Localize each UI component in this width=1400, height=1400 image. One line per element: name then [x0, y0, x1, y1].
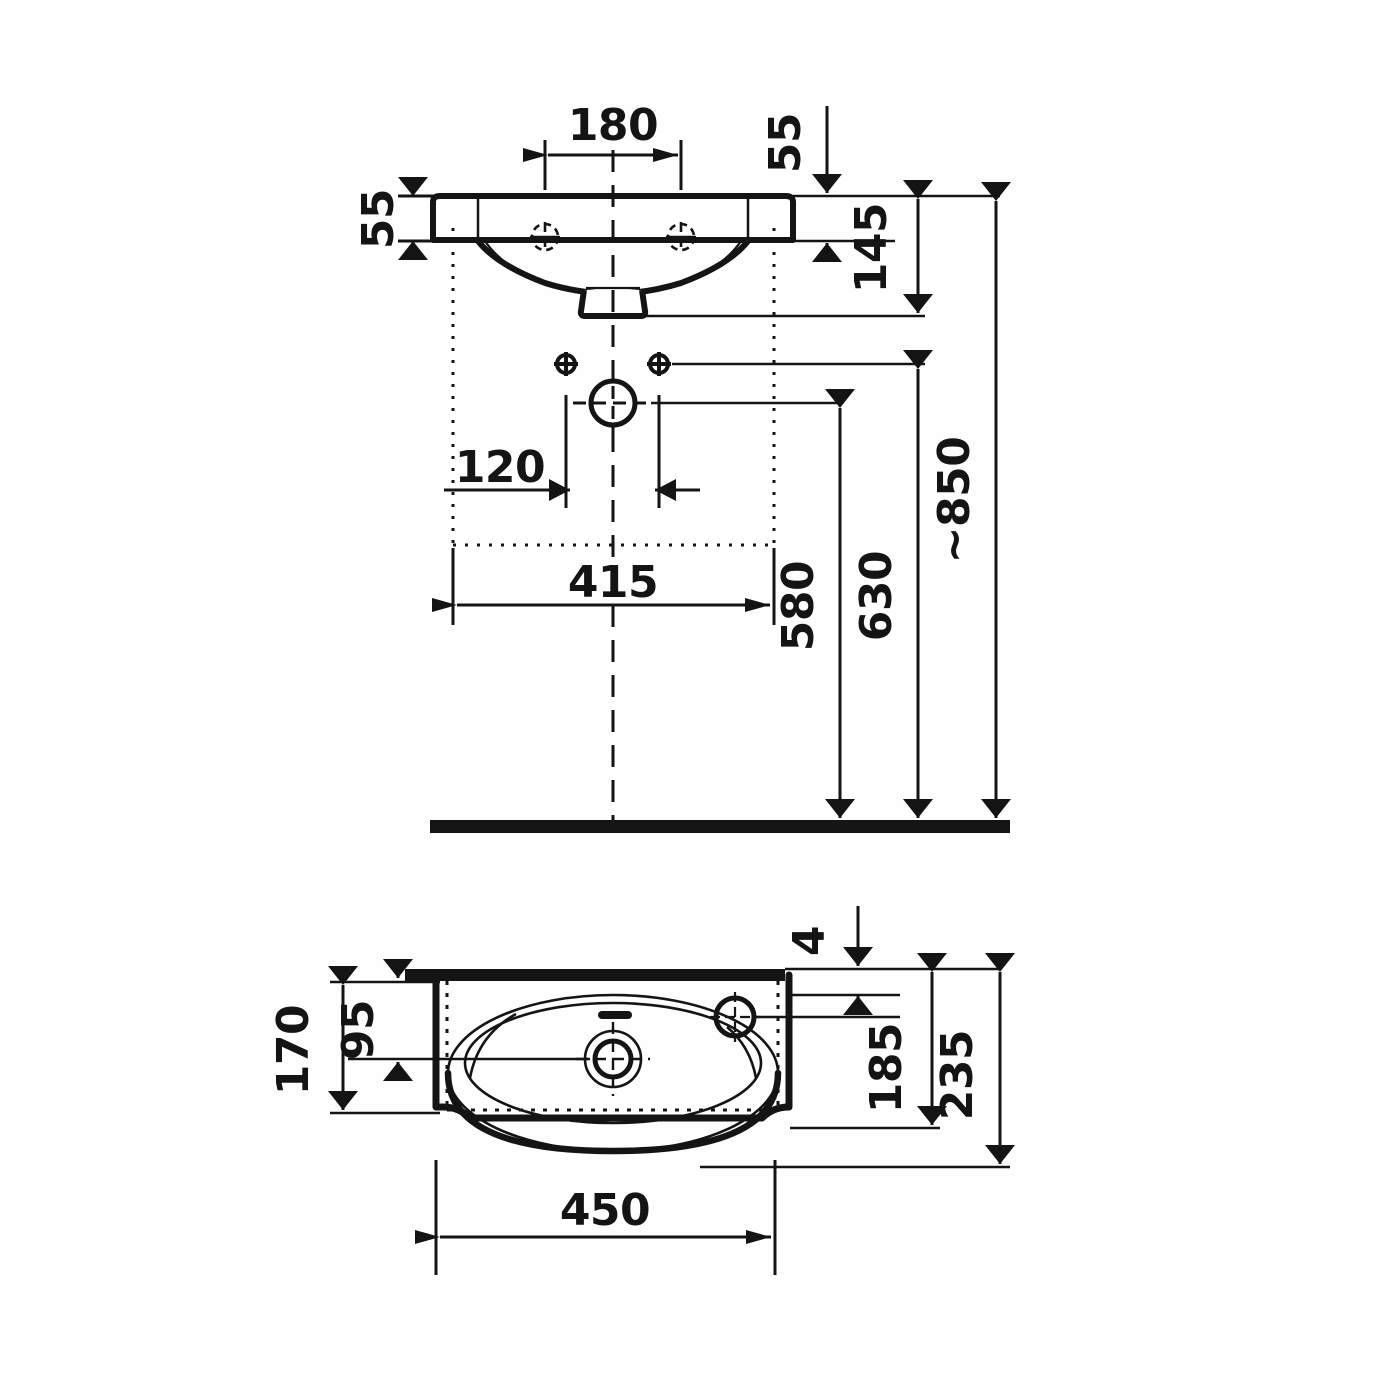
tap-hole-symbol-right	[666, 222, 696, 252]
label-180: 180	[568, 100, 658, 151]
waste-outlet-circle	[573, 366, 653, 440]
label-120: 120	[455, 442, 545, 493]
label-170: 170	[268, 1005, 319, 1095]
tap-hole-symbol-left	[530, 222, 560, 252]
plan-view	[328, 906, 1015, 1275]
supply-hole-right	[647, 352, 671, 376]
label-55-right: 55	[760, 113, 811, 173]
basin-rim-outline	[430, 193, 796, 243]
plan-bowl-ellipse-inner	[463, 1001, 763, 1125]
label-55-left: 55	[353, 189, 404, 249]
plan-back-rim-bar	[405, 969, 785, 981]
label-450: 450	[560, 1185, 650, 1236]
dimension-4	[785, 906, 1000, 1015]
dimension-labels: 180 55 55 145 120 415 580 630 ~850 170 9…	[268, 100, 983, 1236]
hole-pattern-group	[554, 352, 925, 440]
label-850: ~850	[929, 437, 980, 564]
label-185: 185	[861, 1023, 912, 1113]
front-elevation-view	[398, 106, 1011, 833]
dimension-170	[328, 966, 440, 1115]
label-145: 145	[846, 203, 897, 293]
supply-hole-left	[554, 352, 578, 376]
dimension-235	[700, 953, 1015, 1169]
overflow-slot	[598, 1011, 632, 1019]
label-630: 630	[851, 551, 902, 641]
dimension-55-right	[760, 106, 1000, 262]
label-4: 4	[784, 926, 835, 956]
dimension-55-left	[398, 177, 448, 260]
dimension-120	[444, 395, 700, 508]
dimension-145	[640, 180, 933, 318]
plan-bowl-ellipse-outer	[444, 993, 782, 1155]
dimension-180	[523, 140, 683, 190]
dimension-415	[432, 548, 776, 625]
dimension-185	[790, 953, 947, 1130]
label-95: 95	[333, 1000, 384, 1060]
label-415: 415	[568, 557, 658, 608]
floor-line	[430, 820, 1010, 833]
label-235: 235	[932, 1030, 983, 1120]
plan-tap-hole	[710, 992, 760, 1042]
label-580: 580	[773, 561, 824, 651]
dimension-450	[415, 1160, 777, 1275]
